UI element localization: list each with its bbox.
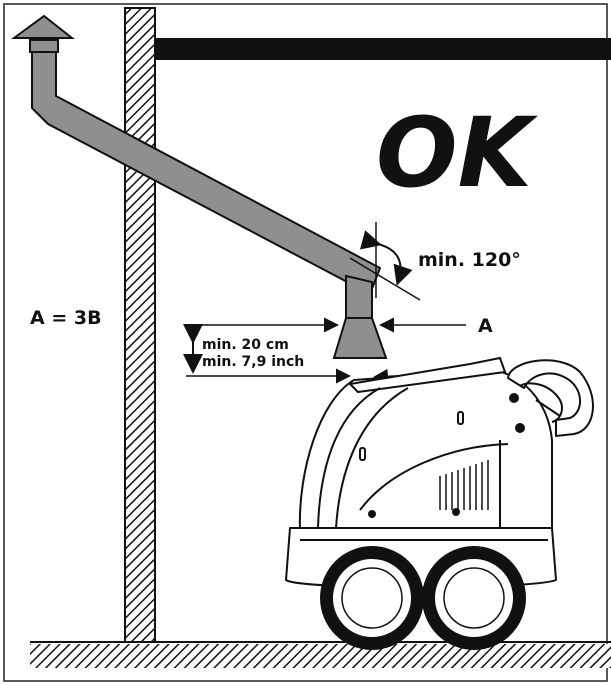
height-inch-label: min. 7,9 inch xyxy=(202,354,304,370)
frame-border xyxy=(3,3,608,682)
ceiling-beam xyxy=(155,38,611,60)
wheel-left xyxy=(320,546,424,650)
flue-hood xyxy=(332,317,388,359)
ok-title: OK xyxy=(376,97,539,209)
wall xyxy=(124,7,156,643)
height-cm-label: min. 20 cm xyxy=(202,337,289,353)
ratio-label: A = 3B xyxy=(30,307,102,329)
angle-label: min. 120° xyxy=(418,249,521,271)
wheel-right xyxy=(422,546,526,650)
angle-indicator xyxy=(349,222,421,301)
pressure-washer xyxy=(285,357,594,589)
ground-hatch xyxy=(30,641,611,668)
chimney-cap-icon xyxy=(10,14,75,53)
label-a: A xyxy=(478,315,493,337)
